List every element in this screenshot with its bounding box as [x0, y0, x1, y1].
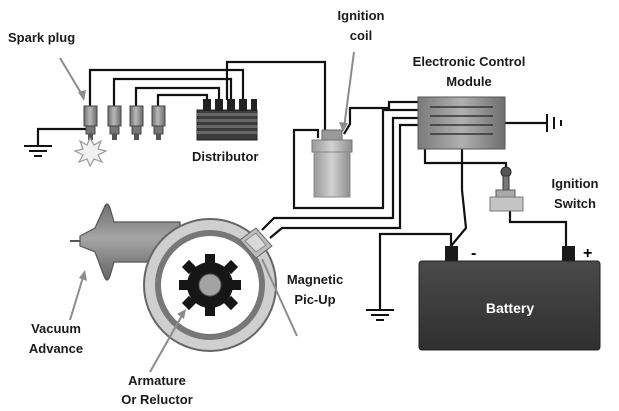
ignition-coil-arrow — [343, 51, 355, 129]
ignition-coil-label-line1: Ignition — [338, 8, 385, 23]
battery — [418, 246, 601, 351]
labels: Spark plug Ignition coil Electronic Cont… — [8, 8, 599, 407]
wiring — [36, 60, 568, 310]
armature-label-line1: Armature — [128, 373, 186, 388]
armature-reluctor-gear — [179, 254, 241, 316]
spark-plug-4 — [151, 105, 166, 140]
ecm-pickup-wire-1 — [261, 116, 420, 231]
plug-wire-1 — [88, 68, 245, 106]
magnetic-pickup-arrow — [261, 258, 298, 337]
battery-negative-sign: - — [471, 245, 476, 262]
ignition-switch-label-line2: Switch — [554, 196, 596, 211]
spark-plug-2 — [107, 105, 122, 140]
distributor — [196, 99, 258, 141]
battery-positive-sign: + — [583, 245, 592, 262]
ecm-to-coil-wire — [343, 100, 420, 135]
ecm-to-switch-wire — [423, 148, 508, 186]
spark-plug-label: Spark plug — [8, 30, 75, 45]
ecm-pickup-wire-2 — [269, 123, 420, 239]
battery-label: Battery — [486, 300, 534, 316]
spark-plug-1 — [83, 105, 98, 140]
vacuum-advance-label-line1: Vacuum — [31, 321, 81, 336]
ecm-label-line1: Electronic Control — [413, 54, 526, 69]
spark-burst-icon — [73, 136, 108, 168]
spark-plug-3 — [129, 105, 144, 140]
armature-label-line2: Or Reluctor — [121, 392, 193, 407]
ground-symbol-battery — [366, 309, 394, 321]
label-arrows — [59, 51, 355, 373]
ignition-coil — [311, 129, 353, 198]
battery-ground-wire — [378, 232, 453, 310]
ecm-label-line2: Module — [446, 74, 492, 89]
magnetic-pickup — [239, 227, 273, 259]
spark-plug-arrow — [59, 57, 85, 99]
ignition-switch — [489, 166, 524, 212]
armature-arrow — [149, 311, 185, 373]
vacuum-advance-label-line2: Advance — [29, 341, 83, 356]
plug-wire-3 — [134, 86, 221, 106]
ecm-coil-loop-wire — [292, 108, 420, 210]
ground-symbol-left — [24, 145, 52, 157]
spark-plug-bank — [73, 105, 166, 168]
vacuum-advance-arrow — [69, 273, 85, 321]
distributor-label: Distributor — [192, 149, 258, 164]
ignition-coil-label-line2: coil — [350, 28, 372, 43]
magnetic-pickup-label-line2: Pic-Up — [294, 292, 335, 307]
magnetic-pickup-label-line1: Magnetic — [287, 272, 343, 287]
plug-wire-4 — [156, 93, 209, 106]
switch-to-battery-positive-wire — [508, 211, 568, 246]
plug-wire-2 — [112, 77, 233, 106]
ground-symbol-ecm — [546, 114, 562, 132]
ecm-to-battery-negative-wire — [450, 148, 468, 247]
spark-plug-ground-wire — [36, 127, 86, 146]
ignition-switch-label-line1: Ignition — [552, 176, 599, 191]
electronic-control-module — [417, 96, 506, 150]
